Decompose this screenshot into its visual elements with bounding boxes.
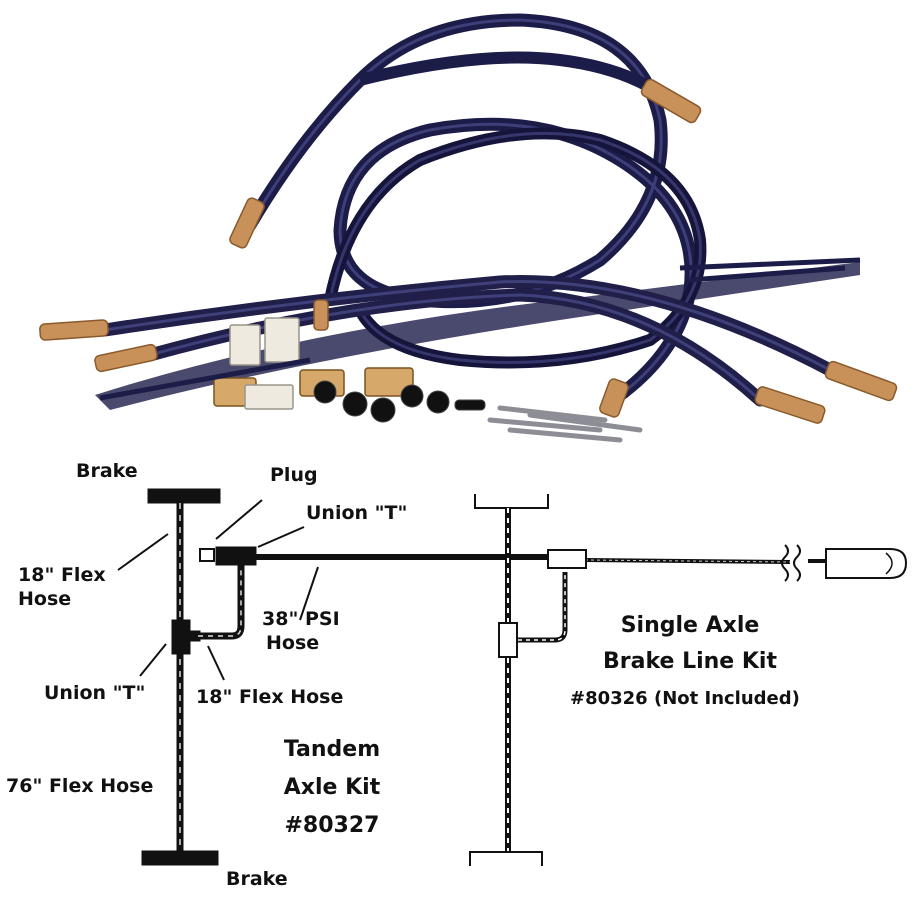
product-photo bbox=[39, 13, 898, 443]
flex18-left-label-line1: 18" Flex bbox=[18, 564, 106, 586]
brake-top-label: Brake bbox=[76, 460, 138, 482]
union-t-left bbox=[171, 619, 191, 655]
coupler bbox=[825, 548, 908, 579]
psi38-label-line1: 38" PSI bbox=[262, 608, 340, 630]
single-title-line1: Single Axle bbox=[620, 613, 760, 638]
flex76-label: 76" Flex Hose bbox=[6, 775, 154, 797]
brake-bottom-bar bbox=[141, 850, 219, 866]
union-t-top bbox=[215, 546, 257, 566]
tandem-title-line1: Tandem bbox=[283, 737, 381, 762]
brake-top-bar bbox=[147, 488, 221, 504]
single-kit-number: #80326 (Not Included) bbox=[570, 688, 800, 709]
tandem-axle-diagram bbox=[117, 488, 908, 866]
flex18-bottom-label: 18" Flex Hose bbox=[196, 686, 344, 708]
single-title-line2: Brake Line Kit bbox=[603, 649, 777, 674]
tandem-title-line2: Axle Kit bbox=[283, 775, 381, 800]
union-t-top-label: Union "T" bbox=[306, 502, 408, 524]
psi38-label-line2: Hose bbox=[266, 632, 320, 654]
brake-bottom-label: Brake bbox=[226, 868, 288, 890]
plug-label: Plug bbox=[270, 464, 318, 486]
union-t-left-label: Union "T" bbox=[44, 682, 146, 704]
flex18-left-label-line2: Hose bbox=[18, 588, 72, 610]
plug bbox=[199, 548, 215, 562]
tandem-kit-number: #80327 bbox=[284, 813, 380, 838]
